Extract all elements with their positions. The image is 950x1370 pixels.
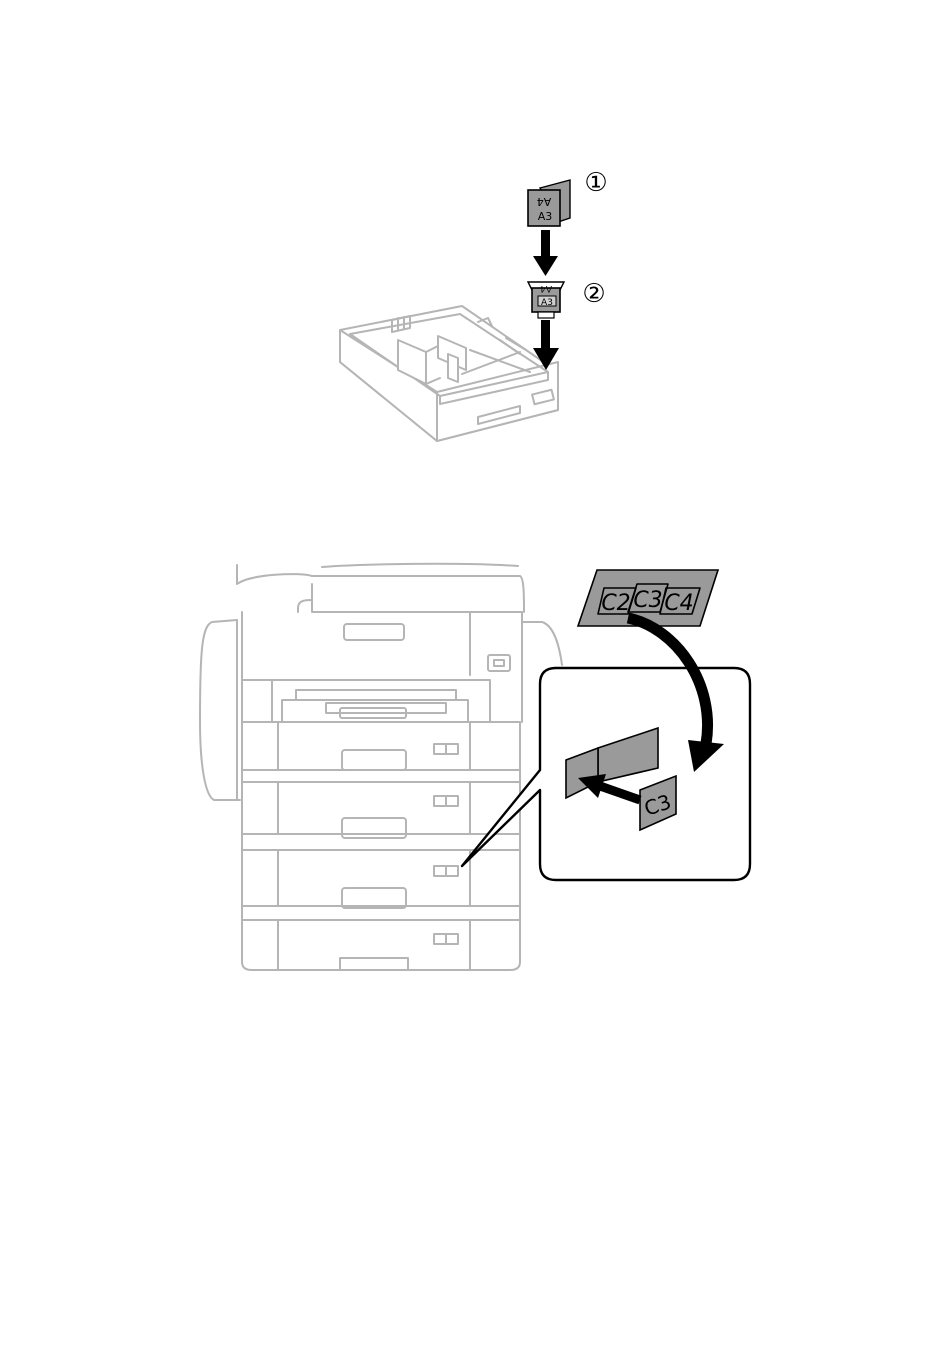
label-sheet: C2 C3 C4 — [578, 570, 718, 626]
step1-marker: ① — [584, 168, 607, 198]
step1-a4-label: A4 — [537, 195, 552, 208]
down-arrow-icon — [533, 230, 558, 276]
step1-a3-label: A3 — [538, 210, 553, 223]
step2-a4-label: A4 — [540, 283, 552, 293]
step2-label-holder: A4 A3 — [528, 282, 564, 318]
step1-label-card: A4 A3 — [528, 180, 570, 226]
label-c2: C2 — [601, 591, 630, 616]
paper-cassette — [340, 306, 558, 441]
printer-with-cassettes — [200, 564, 562, 970]
label-c4: C4 — [664, 591, 693, 616]
label-c3: C3 — [633, 588, 662, 613]
step2-marker: ② — [582, 279, 605, 309]
step2-a3-label: A3 — [541, 298, 553, 308]
